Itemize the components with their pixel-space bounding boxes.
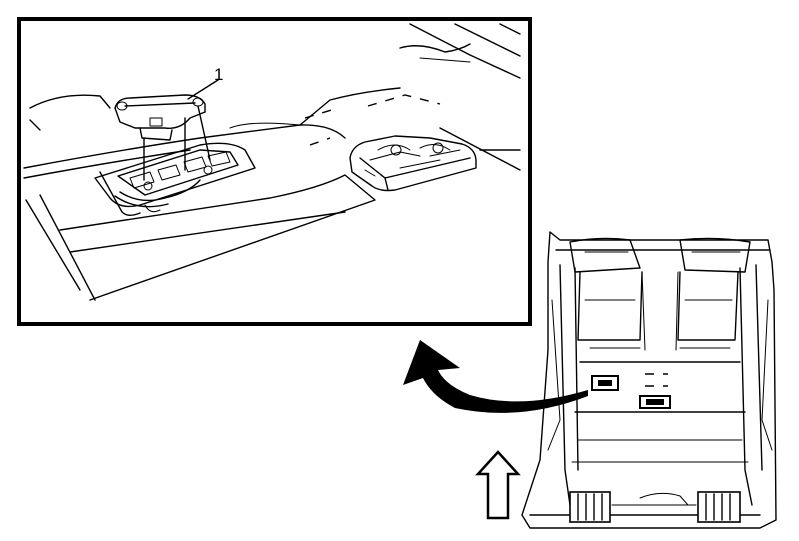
- headliner-panel: [23, 23, 521, 301]
- front-direction-arrow: [475, 450, 521, 520]
- detail-frame: [17, 17, 532, 326]
- detail-view-inset: 1: [17, 17, 532, 326]
- mounting-bracket: [94, 142, 256, 216]
- lamp-housing: [349, 135, 477, 192]
- dashed-outline: [304, 94, 441, 146]
- headliner-overview: [521, 231, 777, 529]
- module-location-marker: [591, 375, 619, 391]
- module-part-1: [114, 94, 211, 181]
- curved-pointer-arrow: [403, 340, 588, 413]
- callout-1-label: 1: [214, 65, 223, 84]
- callout-1: 1: [187, 65, 223, 100]
- rear-vent-right: [697, 491, 741, 523]
- rear-vent-left: [569, 491, 611, 523]
- lamp-location-marker: [639, 395, 671, 409]
